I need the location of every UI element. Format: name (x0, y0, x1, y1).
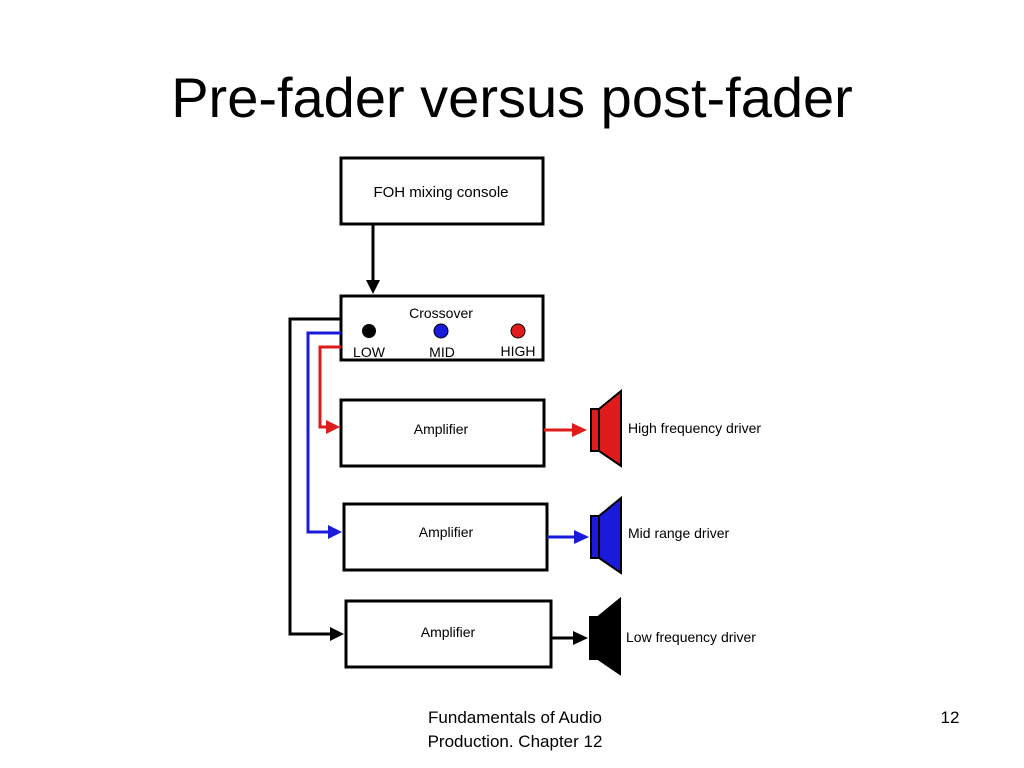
amplifier-low (344, 599, 553, 669)
amplifier-mid-label: Amplifier (419, 524, 474, 540)
console-to-crossover-arrowhead (366, 280, 380, 294)
amplifier-high-label: Amplifier (414, 421, 469, 437)
crossover-mid-output (433, 323, 449, 339)
crossover-low-label: LOW (353, 344, 386, 360)
footer-line-2: Production. Chapter 12 (427, 732, 603, 751)
slide-footer: Fundamentals of Audio Production. Chapte… (380, 706, 650, 754)
foh-console-box (339, 156, 545, 226)
crossover-high-output (510, 323, 526, 339)
crossover-high-label: HIGH (501, 343, 536, 359)
crossover-label: Crossover (409, 305, 473, 321)
high-driver-label: High frequency driver (628, 420, 761, 436)
mid-driver-cone (598, 495, 622, 575)
low-driver-magnet (589, 616, 599, 660)
amplifier-high (339, 398, 546, 468)
slide-title: Pre-fader versus post-fader (171, 66, 853, 129)
low-signal-arrowhead (330, 627, 344, 641)
amp-mid-to-driver-arrowhead (574, 530, 589, 544)
high-driver-cone (598, 388, 622, 468)
high-driver-magnet (590, 408, 600, 452)
mid-signal-path (306, 331, 341, 534)
crossover-low-output (362, 324, 376, 338)
high-signal-arrowhead (326, 420, 340, 434)
mid-signal-arrowhead (328, 525, 342, 539)
mid-driver-label: Mid range driver (628, 525, 729, 541)
amp-high-to-driver-arrowhead (572, 423, 587, 437)
footer-line-1: Fundamentals of Audio (428, 708, 602, 727)
high-signal-path (318, 345, 341, 429)
low-signal-path (288, 317, 341, 636)
mid-driver-magnet (590, 515, 600, 559)
low-driver-label: Low frequency driver (626, 629, 756, 645)
foh-console-label: FOH mixing console (373, 184, 508, 201)
low-driver-cone (597, 596, 621, 676)
amp-low-to-driver-arrowhead (573, 631, 588, 645)
slide-number: 12 (940, 708, 960, 727)
crossover-mid-label: MID (429, 344, 455, 360)
amplifier-low-label: Amplifier (421, 624, 476, 640)
